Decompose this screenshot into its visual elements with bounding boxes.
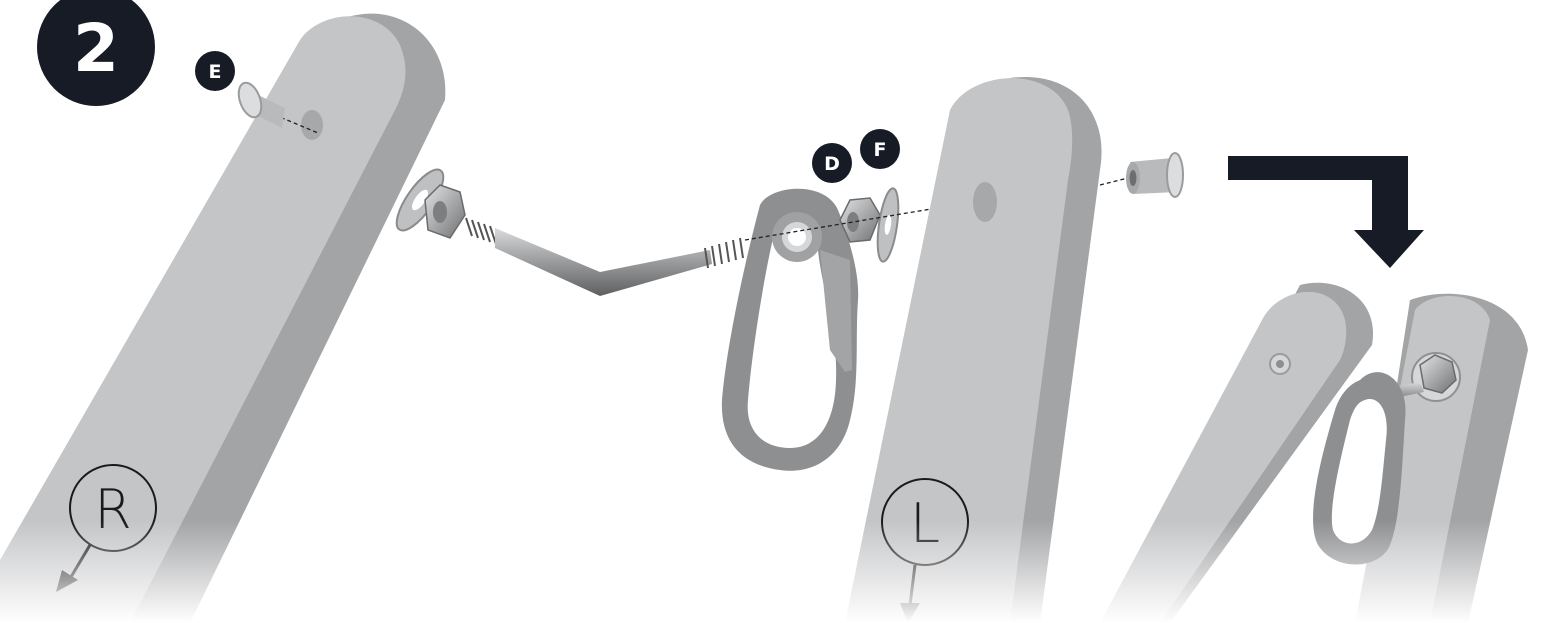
bottom-fade — [0, 520, 1541, 623]
part-e-badge: E — [195, 51, 235, 91]
part-d-label: D — [824, 153, 840, 175]
snap-hook — [721, 188, 859, 471]
part-f-badge: F — [860, 129, 900, 169]
step-number: 2 — [73, 10, 119, 87]
part-f-label: F — [874, 139, 887, 161]
part-e-bolt — [237, 81, 319, 134]
result-arrow — [1228, 156, 1424, 268]
leg-left-hole — [973, 182, 997, 222]
axis-line-left — [744, 199, 986, 241]
part-e-label: E — [209, 61, 222, 83]
step-badge: 2 — [37, 0, 155, 106]
sleeve-nut — [1099, 152, 1184, 198]
nut-left — [424, 184, 466, 239]
part-d-badge: D — [812, 143, 852, 183]
washer-f — [876, 187, 900, 263]
leg-right-hole — [301, 110, 323, 140]
bent-bolt — [465, 217, 744, 296]
leg-right — [0, 13, 446, 623]
